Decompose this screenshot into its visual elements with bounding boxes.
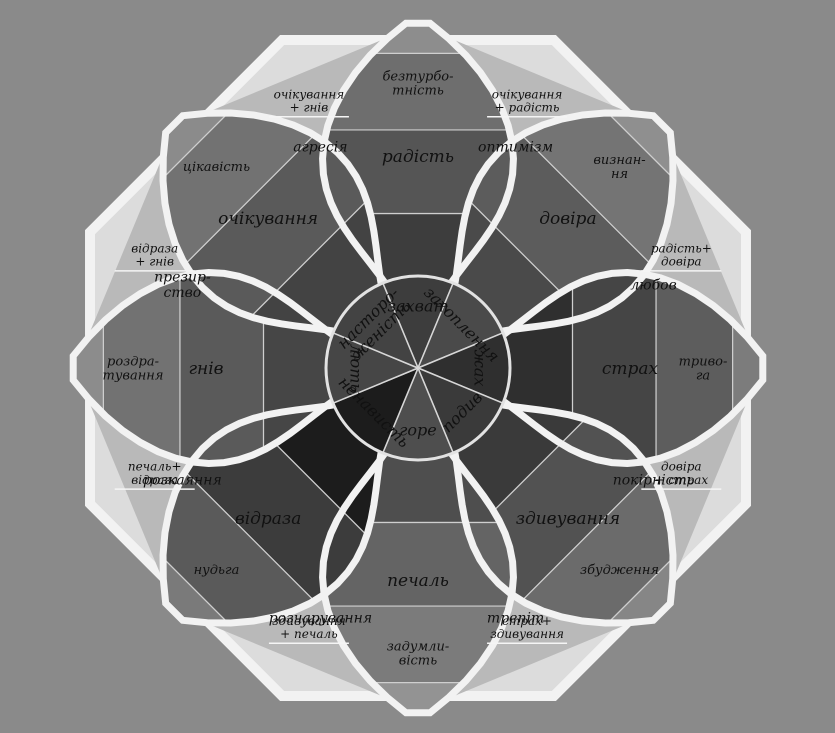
petal-outline xyxy=(415,109,677,371)
petal-outline xyxy=(69,269,419,467)
dyad-combination-label: печаль+відраза xyxy=(128,460,182,487)
emotion-label: визнан-ня xyxy=(593,153,645,182)
petal-outline xyxy=(415,365,677,627)
emotion-label: здивування xyxy=(516,509,620,529)
dyad-result-label: трепіт xyxy=(487,610,544,626)
emotion-label: безтурбо-тність xyxy=(382,69,453,98)
core-ring xyxy=(324,274,512,462)
emotion-label: задумли-вість xyxy=(387,639,449,668)
emotion-label: збудження xyxy=(580,563,659,578)
emotion-label: захват xyxy=(387,297,448,316)
emotion-label: триво-га xyxy=(679,354,728,383)
emotion-label: жах xyxy=(470,350,489,387)
petal-outline xyxy=(159,365,421,627)
petal-outline xyxy=(319,367,517,717)
petal-outline xyxy=(319,19,517,369)
emotion-label: роздра-тування xyxy=(103,354,164,383)
emotion-label: довіра xyxy=(539,209,596,229)
emotion-label: нудьга xyxy=(194,563,240,578)
dyad-result-label: презир-ство xyxy=(154,270,211,301)
dyad-result-label: покірність xyxy=(613,472,695,488)
emotion-label: печаль xyxy=(387,571,449,591)
petal-outline xyxy=(417,269,767,467)
dyad-combination-label: радість+довіра xyxy=(651,242,712,269)
dyad-combination-label: здивування+ печаль xyxy=(272,614,346,641)
emotion-label: очікування xyxy=(218,209,318,229)
emotion-label: цікавість xyxy=(183,160,250,175)
wheel: захватрадістьбезтурбо-тністьзахопленнядо… xyxy=(69,19,767,717)
dyad-result-label: оптимізм xyxy=(478,139,553,155)
dyad-combination-label: страх+здивування xyxy=(490,614,564,641)
emotion-label: страх xyxy=(602,359,659,379)
dyad-combination-label: довіра+ страх xyxy=(655,460,709,487)
dyad-combination-label: очікування+ гнів xyxy=(274,87,345,114)
emotion-label: відраза xyxy=(235,509,302,529)
dyad-result-label: розчарування xyxy=(269,610,372,626)
dyad-result-label: агресія xyxy=(293,139,347,155)
dyad-result-label: любов xyxy=(630,277,676,293)
emotion-label: гнів xyxy=(188,359,223,379)
petal-outline xyxy=(159,109,421,371)
dyad-result-label: розкаяння xyxy=(143,472,222,488)
emotion-label: радість xyxy=(382,147,454,167)
emotion-label: лють xyxy=(346,344,365,392)
emotion-label: горе xyxy=(399,421,436,440)
dyad-combination-label: відраза+ гнів xyxy=(131,242,178,269)
dyad-combination-label: очікування+ радість xyxy=(492,87,563,114)
